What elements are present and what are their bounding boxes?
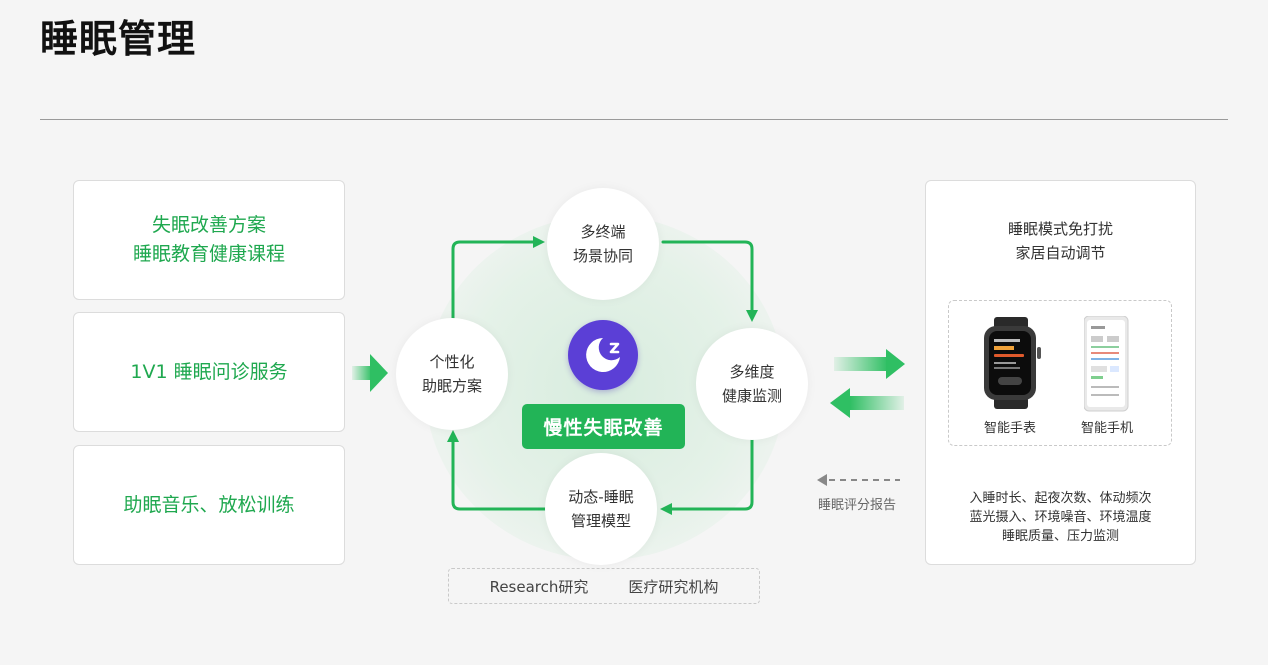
report-label: 睡眠评分报告 xyxy=(818,498,897,513)
smartwatch-icon xyxy=(984,317,1041,409)
node-line: 管理模型 xyxy=(570,512,631,530)
panel-line: 家居自动调节 xyxy=(1015,244,1106,262)
card-consultation[interactable]: 1V1 睡眠问诊服务 xyxy=(73,312,345,432)
card-relax-training[interactable]: 助眠音乐、放松训练 xyxy=(73,445,345,565)
device-label-phone: 智能手机 xyxy=(1081,421,1134,436)
moon-sleep-icon xyxy=(568,320,638,390)
research-item: 医疗研究机构 xyxy=(628,577,719,596)
panel-line: 蓝光摄入、环境噪音、环境温度 xyxy=(969,510,1152,525)
node-multi-terminal[interactable]: 多终端 场景协同 xyxy=(547,188,659,300)
node-personalized-plan[interactable]: 个性化 助眠方案 xyxy=(396,318,508,430)
node-sleep-model[interactable]: 动态-睡眠 管理模型 xyxy=(545,453,657,565)
panel-line: 入睡时长、起夜次数、体动频次 xyxy=(969,491,1152,506)
dashed-left-arrow-icon xyxy=(817,474,900,486)
node-line: 多终端 xyxy=(580,223,626,241)
device-panel xyxy=(925,180,1196,565)
title-divider xyxy=(40,119,1228,120)
research-box: Research研究 医疗研究机构 xyxy=(448,568,760,604)
device-label-watch: 智能手表 xyxy=(984,421,1037,436)
core-label: 慢性失眠改善 xyxy=(522,404,685,449)
smartphone-icon xyxy=(1084,316,1129,412)
node-line: 助眠方案 xyxy=(421,377,482,395)
card-line: 助眠音乐、放松训练 xyxy=(123,493,295,516)
node-health-monitoring[interactable]: 多维度 健康监测 xyxy=(696,328,808,440)
node-line: 场景协同 xyxy=(572,247,633,265)
research-item: Research研究 xyxy=(489,577,589,596)
right-arrow-icon xyxy=(352,354,388,392)
node-line: 多维度 xyxy=(729,363,775,381)
left-arrow-icon xyxy=(830,388,904,418)
node-line: 个性化 xyxy=(429,353,475,371)
right-arrow-icon xyxy=(834,349,905,379)
page-title: 睡眠管理 xyxy=(40,17,197,61)
panel-bottom-text: 入睡时长、起夜次数、体动频次 蓝光摄入、环境噪音、环境温度 睡眠质量、压力监测 xyxy=(925,489,1196,546)
card-line: 失眠改善方案 xyxy=(151,214,266,236)
card-line: 睡眠教育健康课程 xyxy=(132,243,285,265)
panel-line: 睡眠模式免打扰 xyxy=(1007,220,1113,238)
device-box xyxy=(948,300,1172,446)
panel-line: 睡眠质量、压力监测 xyxy=(1001,529,1119,544)
panel-top-text: 睡眠模式免打扰 家居自动调节 xyxy=(925,217,1196,265)
card-insomnia-plan[interactable]: 失眠改善方案 睡眠教育健康课程 xyxy=(73,180,345,300)
node-line: 动态-睡眠 xyxy=(568,488,634,506)
node-line: 健康监测 xyxy=(721,387,782,405)
card-line: 1V1 睡眠问诊服务 xyxy=(130,360,288,383)
